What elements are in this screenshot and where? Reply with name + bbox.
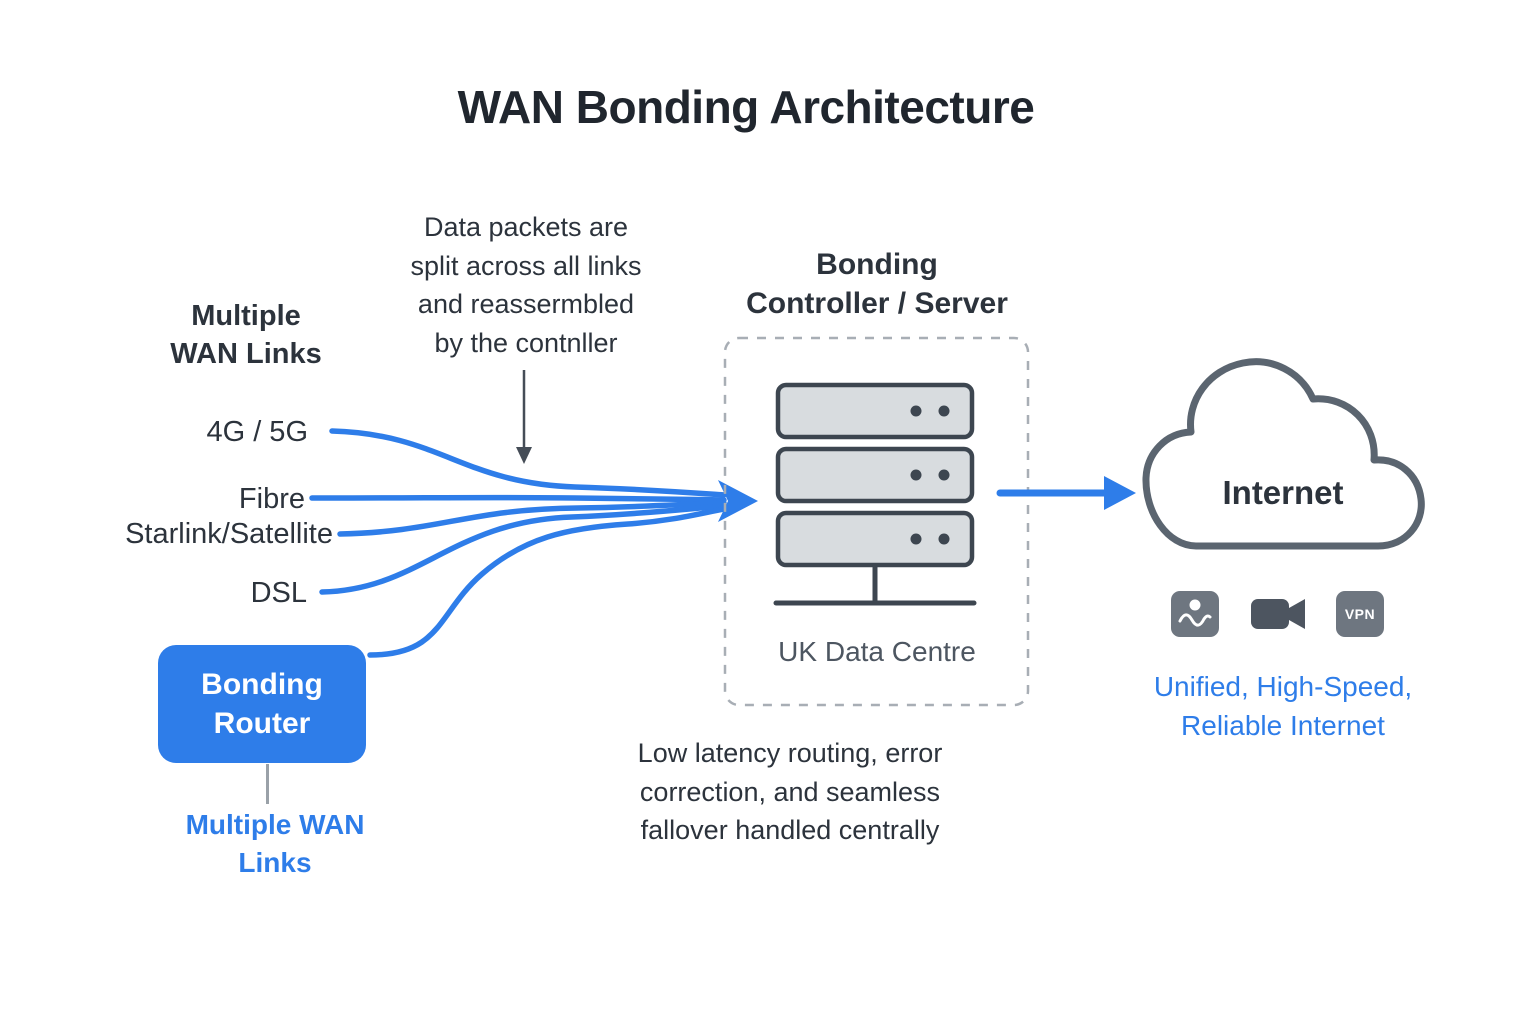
bonding-router-label-line: Bonding: [201, 668, 323, 701]
packets-annotation-line: by the contnller: [434, 327, 618, 358]
vpn-icon-label: VPN: [1344, 606, 1376, 622]
datacentre-label: UK Data Centre: [778, 636, 976, 667]
annotation-arrow: [516, 370, 532, 464]
controller-heading: Bonding Controller / Server: [746, 245, 1008, 323]
wan-links-heading: Multiple WAN Links: [170, 297, 321, 373]
controller-note-line: Low latency routing, error: [637, 738, 943, 768]
internet-arrow: [996, 476, 1136, 510]
wan-curve-fibre: [309, 494, 727, 503]
internet-cloud: [1142, 358, 1425, 550]
wan-link-label-dsl: DSL: [250, 577, 307, 609]
router-sublabel-line: Multiple WAN: [185, 809, 365, 840]
media-icon: [1171, 591, 1219, 637]
bonding-router-label-line: Router: [213, 707, 311, 740]
video-camera-icon: [1250, 593, 1308, 640]
controller-heading-line: Bonding: [816, 248, 938, 281]
wan-curve-dsl: [319, 503, 727, 595]
wan-curve-4g5g: [329, 428, 727, 498]
wan-links-heading-line: Multiple: [191, 300, 301, 332]
controller-note-line: fallover handled centrally: [640, 815, 940, 845]
internet-label: Internet: [1222, 474, 1344, 511]
bonding-router-box: Bonding Router: [158, 645, 366, 763]
media-icon-glyph: [1178, 599, 1212, 627]
controller-heading-line: Controller / Server: [746, 287, 1008, 320]
server-stack-icon: [773, 382, 977, 606]
router-connector-line: [266, 764, 269, 804]
page-title: WAN Bonding Architecture: [457, 81, 1035, 133]
wan-curve-router: [367, 506, 727, 658]
wan-links-heading-line: WAN Links: [170, 338, 322, 370]
video-camera-icon-glyph: [1251, 599, 1305, 629]
packets-annotation: Data packets are split across all links …: [410, 208, 641, 362]
wan-curves: [309, 428, 758, 658]
bundle-arrowhead: [718, 480, 758, 522]
packets-annotation-line: and reassermbled: [417, 289, 635, 319]
wan-curve-satellite: [337, 500, 727, 537]
packets-annotation-line: split across all links: [410, 250, 642, 281]
internet-caption-line: Unified, High-Speed,: [1153, 671, 1413, 702]
wan-link-label-4g5g: 4G / 5G: [206, 416, 308, 448]
router-sublabel: Multiple WAN Links: [186, 806, 365, 882]
controller-note-line: correction, and seamless: [639, 776, 941, 807]
wan-link-label-starlink-satellite: Starlink/Satellite: [125, 518, 333, 550]
packets-annotation-line: Data packets are: [423, 212, 629, 242]
controller-note: Low latency routing, error correction, a…: [638, 734, 943, 850]
vpn-icon: VPN: [1336, 591, 1384, 637]
internet-caption-line: Reliable Internet: [1181, 709, 1385, 741]
wan-link-label-fibre: Fibre: [238, 483, 305, 515]
router-sublabel-line: Links: [238, 847, 312, 878]
internet-caption: Unified, High-Speed, Reliable Internet: [1154, 668, 1412, 745]
